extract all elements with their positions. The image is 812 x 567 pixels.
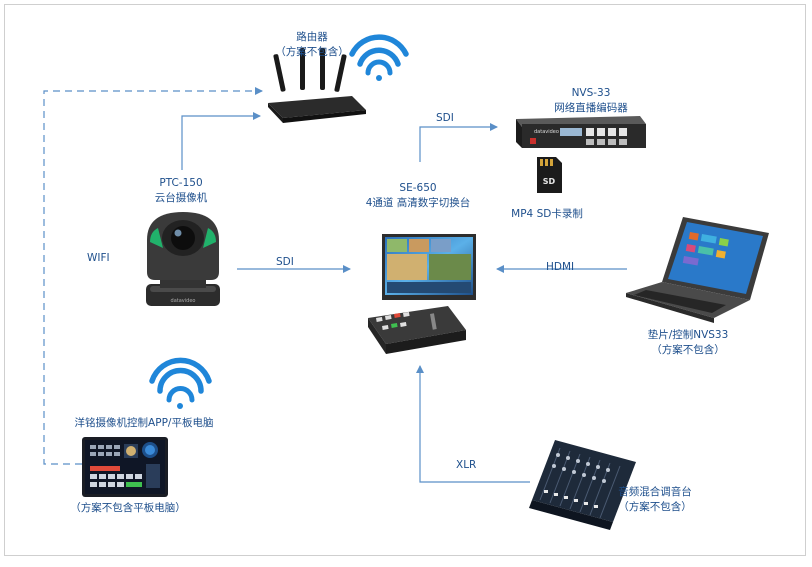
diagram-frame: [4, 4, 806, 556]
laptop-label: 垫片/控制NVS33 （方案不包含）: [648, 328, 729, 358]
sdi-camera-label: SDI: [276, 256, 294, 268]
ptz-camera-device: datavideo: [146, 212, 220, 306]
laptop-device: [626, 217, 769, 323]
tablet-note: （方案不包含平板电脑）: [70, 502, 186, 514]
router-label: 路由器 （方案不包含）: [275, 30, 349, 60]
switcher-device: [368, 234, 476, 354]
switcher-model: SE-650: [399, 182, 437, 194]
mixer-label: 音频混合调音台 （方案不包含）: [618, 485, 692, 515]
wifi-tablet-icon: [149, 357, 212, 409]
camera-label: PTC-150 云台摄像机: [155, 176, 208, 206]
encoder-device: datavideo: [516, 116, 646, 148]
sd-record-caption: MP4 SD卡录制: [511, 208, 583, 220]
link-camera-router: [181, 112, 261, 170]
tablet-name: 洋铭摄像机控制APP/平板电脑: [74, 417, 214, 429]
encoder-model: NVS-33: [571, 87, 611, 99]
link-switcher-encoder: [419, 123, 498, 162]
sd-card-label: SD: [543, 177, 556, 186]
mixer-note: （方案不包含）: [618, 501, 692, 513]
audio-mixer-device: [529, 440, 636, 530]
xlr-label: XLR: [456, 459, 477, 471]
wifi-label: WIFI: [87, 252, 110, 264]
camera-model: PTC-150: [159, 177, 203, 189]
switcher-label: SE-650 4通道 高清数字切换台: [366, 181, 471, 211]
encoder-name: 网络直播编码器: [554, 102, 628, 114]
hdmi-label: HDMI: [546, 261, 575, 273]
router-device: [268, 48, 366, 123]
router-name: 路由器: [296, 31, 328, 43]
control-app-tablet: [82, 437, 168, 497]
mixer-name: 音频混合调音台: [618, 486, 692, 498]
dashed-link-tablet-router: [43, 87, 263, 465]
sd-card-icon: SD: [537, 157, 562, 193]
encoder-label: NVS-33 网络直播编码器: [554, 86, 628, 116]
laptop-name: 垫片/控制NVS33: [647, 329, 729, 341]
connection-lines: [43, 87, 627, 483]
link-mixer-switcher: [416, 365, 530, 483]
router-note: （方案不包含）: [275, 46, 349, 58]
camera-name: 云台摄像机: [154, 192, 208, 204]
sdi-encoder-label: SDI: [436, 112, 454, 124]
camera-brand-logo: datavideo: [171, 298, 196, 304]
switcher-name: 4通道 高清数字切换台: [365, 197, 471, 209]
encoder-brand-logo: datavideo: [534, 129, 559, 135]
wifi-router-icon: [349, 34, 409, 81]
laptop-note: （方案不包含）: [651, 344, 725, 356]
